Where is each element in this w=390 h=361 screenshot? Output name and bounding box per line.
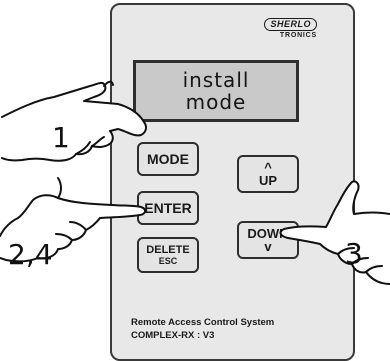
hand-3-icon xyxy=(279,180,390,285)
brand-logo: SHERLO TRONICS xyxy=(264,15,317,39)
footer-line-2: COMPLEX-RX : V3 xyxy=(131,330,215,341)
lcd-display: install mode xyxy=(133,60,299,122)
mode-button-label: MODE xyxy=(147,151,189,167)
hand-1-icon xyxy=(1,81,147,162)
callout-2-4: 2,4 xyxy=(8,238,53,271)
up-arrow-icon: ^ xyxy=(264,160,272,175)
brand-logo-text: SHERLO xyxy=(264,18,317,31)
lcd-line-2: mode xyxy=(185,90,247,114)
enter-button[interactable]: ENTER xyxy=(137,191,199,225)
lcd-line-1: install xyxy=(182,68,250,92)
callout-3: 3 xyxy=(345,237,363,270)
delete-button-label: DELETE xyxy=(146,243,190,256)
device-footer: Remote Access Control System COMPLEX-RX … xyxy=(131,316,274,342)
down-arrow-icon: v xyxy=(264,239,272,254)
up-button[interactable]: ^ UP xyxy=(237,155,299,193)
brand-subtitle: TRONICS xyxy=(279,32,317,39)
footer-line-1: Remote Access Control System xyxy=(131,317,275,328)
callout-1: 1 xyxy=(52,121,70,154)
down-button-label: DOWN xyxy=(247,226,289,241)
esc-button-label: ESC xyxy=(158,255,178,266)
hand-2-icon xyxy=(0,194,146,263)
mode-button[interactable]: MODE xyxy=(137,142,199,176)
enter-button-label: ENTER xyxy=(144,200,192,216)
delete-esc-button[interactable]: DELETE ESC xyxy=(137,237,199,273)
up-button-label: UP xyxy=(258,173,278,188)
